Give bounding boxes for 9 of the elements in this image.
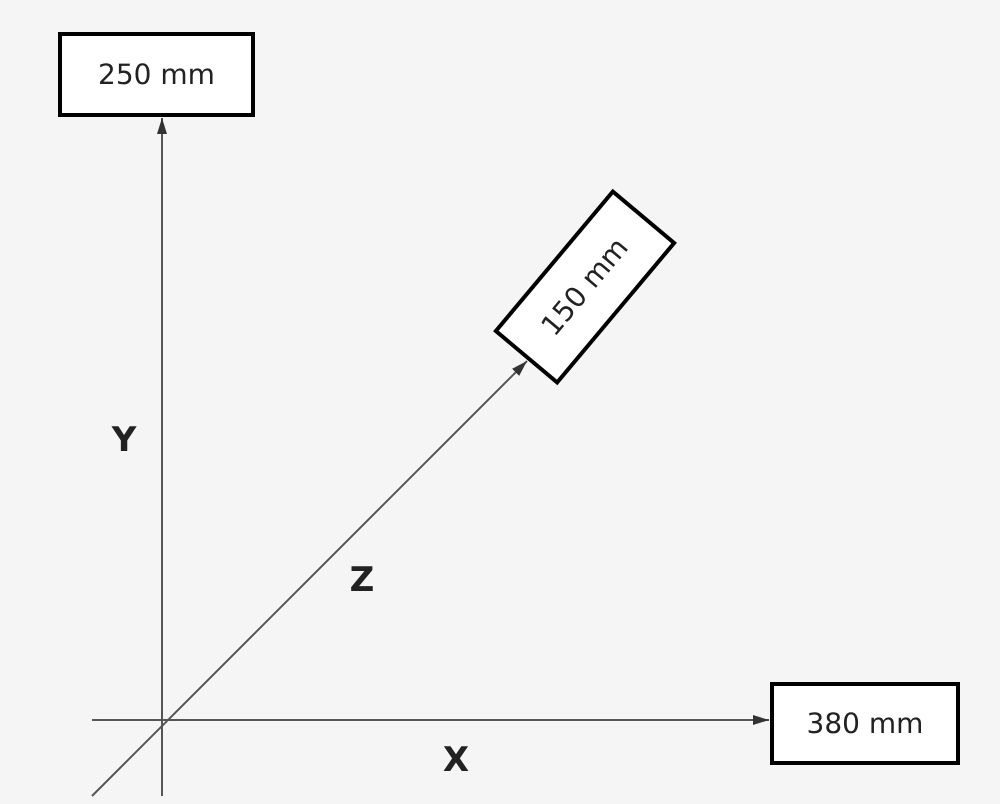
axis-label: X <box>442 743 470 777</box>
dimension-box: 250 mm <box>58 32 255 117</box>
axis-arrow <box>91 360 528 797</box>
dimension-box: 380 mm <box>770 682 960 765</box>
axis-arrow <box>92 715 769 725</box>
axis-arrow <box>157 118 167 796</box>
dimension-box: 150 mm <box>493 188 677 386</box>
axis-label: Y <box>112 423 136 457</box>
axis-label: Z <box>350 563 374 597</box>
